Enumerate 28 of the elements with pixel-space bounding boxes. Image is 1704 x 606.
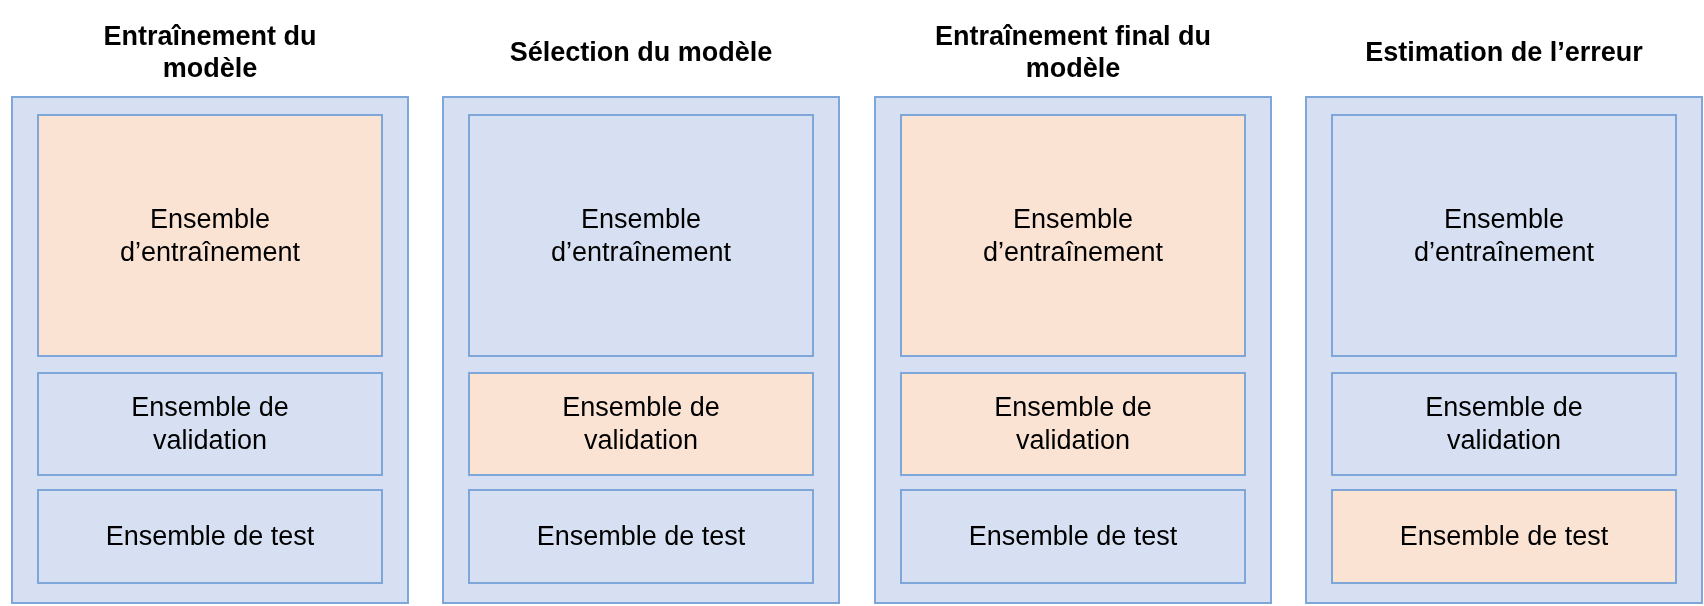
panel-heading: Entraînement du modèle	[102, 19, 318, 85]
data-subset-box	[468, 114, 814, 357]
subset-label: Ensemble de test	[1398, 520, 1610, 553]
data-subset-box	[37, 489, 383, 584]
data-subset-box	[900, 489, 1246, 584]
data-subset-box	[37, 372, 383, 476]
panel-heading: Sélection du modèle	[509, 35, 773, 69]
subset-label: Ensemble de validation	[993, 391, 1153, 457]
data-subset-box	[900, 114, 1246, 357]
data-subset-box	[1331, 372, 1677, 476]
subset-label: Ensemble de test	[535, 520, 747, 553]
subset-label: Ensemble d’entraînement	[981, 202, 1165, 269]
data-subset-box	[468, 372, 814, 476]
subset-label: Ensemble de validation	[1424, 391, 1584, 457]
data-subset-box	[37, 114, 383, 357]
subset-label: Ensemble d’entraînement	[1412, 202, 1596, 269]
data-subset-box	[1331, 489, 1677, 584]
panel-heading: Estimation de l’erreur	[1365, 35, 1643, 69]
data-subset-box	[468, 489, 814, 584]
subset-label: Ensemble de test	[967, 520, 1179, 553]
subset-label: Ensemble de test	[104, 520, 316, 553]
data-subset-box	[1331, 114, 1677, 357]
panel-heading: Entraînement final du modèle	[934, 19, 1212, 85]
subset-label: Ensemble de validation	[130, 391, 290, 457]
subset-label: Ensemble de validation	[561, 391, 721, 457]
subset-label: Ensemble d’entraînement	[549, 202, 733, 269]
subset-label: Ensemble d’entraînement	[118, 202, 302, 269]
data-subset-box	[900, 372, 1246, 476]
